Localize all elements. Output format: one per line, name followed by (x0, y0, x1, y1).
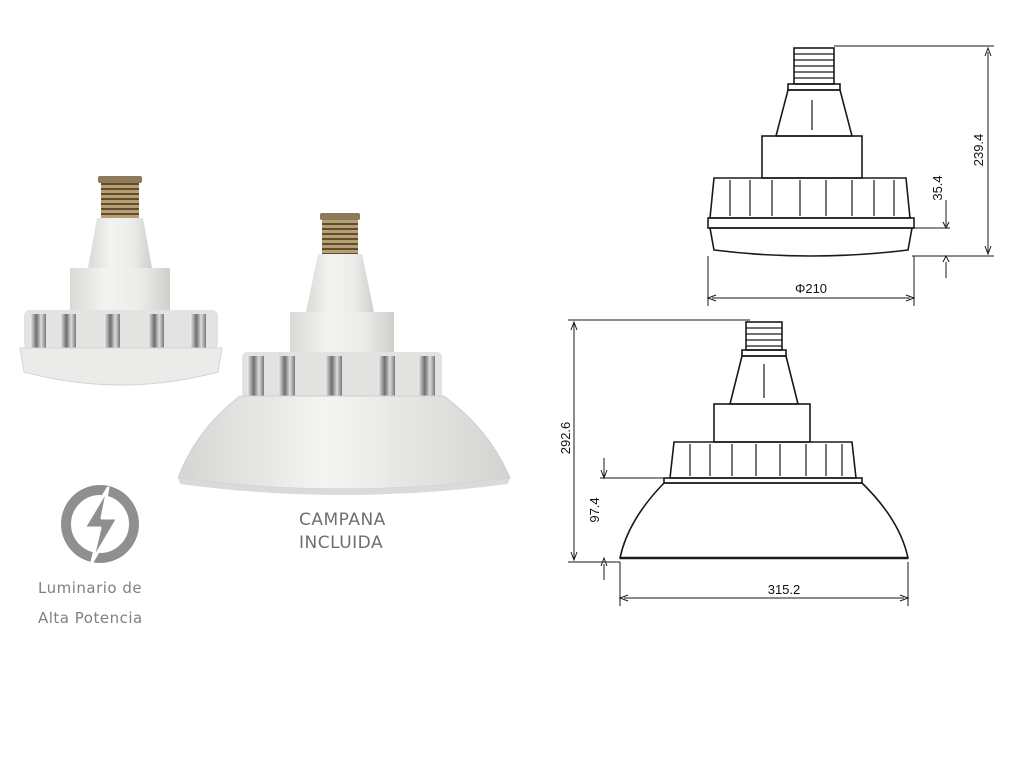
campana-caption: CAMPANA INCLUIDA (299, 509, 386, 555)
lamp-photo-with-bell (177, 213, 511, 495)
campana-caption-line2: INCLUIDA (299, 533, 384, 553)
bell-lamp-base-cap (320, 213, 360, 220)
bell-lamp-heatsink-fins (247, 356, 435, 396)
drawing2-heatsink (669, 441, 857, 479)
drawing-thread (787, 47, 841, 91)
drawing2-fins (689, 444, 843, 476)
tech-drawing-with-bell (568, 319, 910, 606)
bell-lamp-base-thread (322, 218, 358, 254)
bell-lamp-driver-housing (290, 312, 394, 356)
lamp-photo-compact (19, 176, 223, 386)
dim-height-bell: 97.4 (587, 497, 602, 522)
drawing-neck (774, 89, 854, 137)
badge-caption-line1: Luminario de (38, 579, 143, 597)
lamp-base-cap (98, 176, 142, 183)
drawing2-housing (713, 403, 811, 443)
lamp-driver-housing (70, 268, 170, 312)
lamp-heatsink-ring (24, 310, 218, 350)
drawing-heatsink (709, 177, 911, 219)
dim-height-total-top: 239.4 (971, 134, 986, 167)
drawing2-bell (619, 482, 909, 559)
tech-drawing-compact (706, 45, 994, 306)
dim-diameter-top: Φ210 (795, 281, 827, 296)
lamp-neck (88, 218, 152, 268)
badge-caption-line2: Alta Potencia (38, 609, 143, 627)
drawing2-thread (741, 321, 787, 357)
dim-width-bell: 315.2 (768, 582, 801, 597)
lamp-heatsink-fins (30, 314, 206, 350)
lamp-base-thread (101, 180, 139, 218)
drawing1-dimension-lines (706, 45, 994, 306)
drawing2-dimension-lines (568, 319, 910, 606)
drawing-housing (761, 135, 863, 179)
bell-rim (178, 478, 510, 495)
drawing-cover-rim (707, 217, 915, 229)
bell-lamp-neck (306, 254, 374, 312)
drawing-diffuser (709, 227, 913, 257)
lightning-bolt-icon (61, 485, 139, 564)
bell-reflector (177, 395, 511, 490)
badge-caption: Luminario de Alta Potencia (38, 573, 143, 633)
dim-height-cover-top: 35.4 (930, 175, 945, 200)
dim-height-total-bell: 292.6 (558, 422, 573, 455)
campana-caption-line1: CAMPANA (299, 510, 386, 530)
drawing-fins (729, 180, 895, 216)
lamp-diffuser (19, 347, 223, 386)
